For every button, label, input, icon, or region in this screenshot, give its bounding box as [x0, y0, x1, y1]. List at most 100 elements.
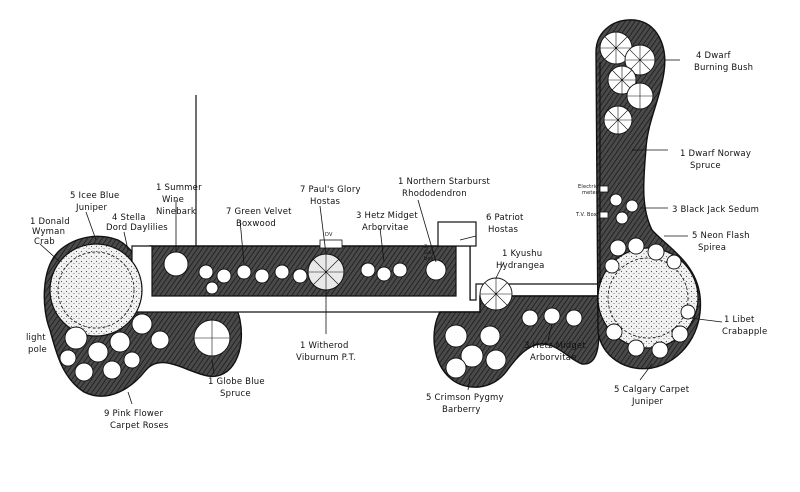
label-patriot-hostas: 6 Patriot Hostas: [486, 213, 524, 235]
donald-wyman-crab-tree: [49, 243, 143, 337]
label-small-dv: DV: [325, 232, 333, 238]
label-line: Crabapple: [722, 327, 767, 337]
label-line: Burning Bush: [694, 63, 753, 73]
label-line: 5 Icee Blue: [70, 191, 119, 201]
hetz-midget-arborvitae-lower: [521, 307, 583, 327]
label-line: Juniper: [75, 203, 107, 213]
label-line: Spruce: [690, 161, 721, 171]
label-pauls-glory-hostas: 7 Paul's Glory Hostas: [300, 185, 361, 207]
label-line: 1 Northern Starburst: [398, 177, 490, 187]
label-line: box: [424, 256, 434, 262]
label-green-velvet-boxwood: 7 Green Velvet Boxwood: [226, 207, 292, 229]
label-line: Viburnum P.T.: [296, 353, 356, 363]
label-line: Spruce: [220, 389, 251, 399]
label-crimson-pygmy-barberry: 5 Crimson Pygmy Barberry: [426, 393, 504, 415]
label-globe-blue-spruce: 1 Globe Blue Spruce: [208, 377, 265, 399]
label-line: T.V. Box: [575, 212, 597, 218]
label-line: Wyman: [32, 227, 65, 237]
kyushu-hydrangea: [479, 277, 513, 311]
label-line: 6 Patriot: [486, 213, 524, 223]
label-libet-crabapple: 1 Libet Crabapple: [722, 315, 767, 337]
label-line: Electric: [578, 184, 598, 190]
label-kyushu-hydrangea: 1 Kyushu Hydrangea: [496, 249, 545, 271]
neon-flash-spirea: [604, 237, 682, 274]
rhododendron: [425, 259, 447, 281]
black-jack-sedum: [609, 193, 639, 225]
label-line: 4 Dwarf: [696, 51, 732, 61]
label-line: Ninebark: [156, 207, 196, 217]
tv-box: [599, 211, 609, 219]
crimson-pygmy-barberry: [444, 324, 507, 379]
label-line: 1 Witherod: [300, 341, 349, 351]
label-pink-flower-carpet-roses: 9 Pink Flower Carpet Roses: [104, 409, 169, 431]
label-line: DV: [325, 232, 333, 238]
label-line: Barberry: [442, 405, 481, 415]
label-dwarf-burning-bush: 4 Dwarf Burning Bush: [694, 51, 753, 73]
label-line: Carpet Roses: [110, 421, 169, 431]
label-line: 9 Pink Flower: [104, 409, 163, 419]
label-line: 1 Libet: [724, 315, 755, 325]
label-line: 7 Green Velvet: [226, 207, 292, 217]
label-line: Wine: [162, 195, 184, 205]
label-line: Boxwood: [236, 219, 276, 229]
label-line: 1 Dwarf Norway: [680, 149, 751, 159]
label-gas-box: 2 Gas box: [424, 244, 434, 262]
label-line: 7 Paul's Glory: [300, 185, 361, 195]
label-line: 1 Kyushu: [502, 249, 542, 259]
label-dwarf-norway-spruce: 1 Dwarf Norway Spruce: [680, 149, 751, 171]
label-line: 3 Hetz Midget: [524, 341, 586, 351]
label-line: 3 Hetz Midget: [356, 211, 418, 221]
label-line: Gas: [424, 250, 434, 256]
house-notch: [437, 221, 477, 247]
witherod-viburnum: [307, 253, 345, 291]
electric-meter-box: [599, 185, 609, 193]
label-line: Spirea: [698, 243, 726, 253]
label-line: Arborvitae: [530, 353, 577, 363]
label-line: 1 Donald: [30, 217, 70, 227]
label-hetz-midget-lower: 3 Hetz Midget Arborvitae: [524, 341, 586, 363]
label-black-jack-sedum: 3 Black Jack Sedum: [672, 205, 759, 215]
label-line: meter: [582, 190, 599, 196]
globe-blue-spruce: [193, 319, 231, 357]
label-line: 5 Crimson Pygmy: [426, 393, 504, 403]
label-line: 1 Summer: [156, 183, 202, 193]
label-line: Hydrangea: [496, 261, 545, 271]
label-calgary-carpet-juniper: 5 Calgary Carpet Juniper: [614, 385, 690, 407]
label-neon-flash-spirea: 5 Neon Flash Spirea: [692, 231, 749, 253]
libet-crabapple-tree: [597, 247, 699, 349]
label-summer-wine-ninebark: 1 Summer Wine Ninebark: [156, 183, 202, 217]
label-northern-starburst-rhododendron: 1 Northern Starburst Rhododendron: [398, 177, 490, 199]
label-electric-meter: Electric meter: [578, 184, 599, 196]
label-line: 2: [424, 244, 427, 250]
label-light-pole: light pole: [26, 333, 47, 355]
label-stella-daylilies: 4 Stella Dord Daylilies: [106, 213, 168, 233]
label-hetz-midget-upper: 3 Hetz Midget Arborvitae: [356, 211, 418, 233]
leader-lines: [39, 59, 723, 405]
label-line: 5 Calgary Carpet: [614, 385, 690, 395]
label-tv-box: T.V. Box: [575, 212, 597, 218]
hetz-midget-arborvitae-upper: [360, 262, 408, 282]
label-line: Juniper: [631, 397, 663, 407]
label-line: 1 Globe Blue: [208, 377, 265, 387]
label-line: Rhododendron: [402, 189, 467, 199]
label-line: light: [26, 333, 46, 343]
label-line: Hostas: [488, 225, 519, 235]
gas-box: [319, 239, 343, 249]
label-witherod-viburnum: 1 Witherod Viburnum P.T.: [296, 341, 356, 363]
summer-wine-ninebark: [163, 251, 189, 277]
calgary-carpet-juniper: [605, 304, 696, 359]
label-line: pole: [28, 345, 47, 355]
pink-flower-carpet-roses: [59, 313, 170, 382]
label-line: 3 Black Jack Sedum: [672, 205, 759, 215]
label-line: 4 Stella: [112, 213, 146, 223]
label-line: Dord Daylilies: [106, 223, 168, 233]
burning-bush-shrubs: [599, 31, 656, 110]
label-line: Crab: [34, 237, 55, 247]
norway-spruce: [603, 105, 633, 135]
green-velvet-boxwood: [198, 264, 308, 295]
label-line: Hostas: [310, 197, 341, 207]
label-donald-wyman-crab: 1 Donald Wyman Crab: [30, 217, 70, 247]
label-line: Arborvitae: [362, 223, 409, 233]
